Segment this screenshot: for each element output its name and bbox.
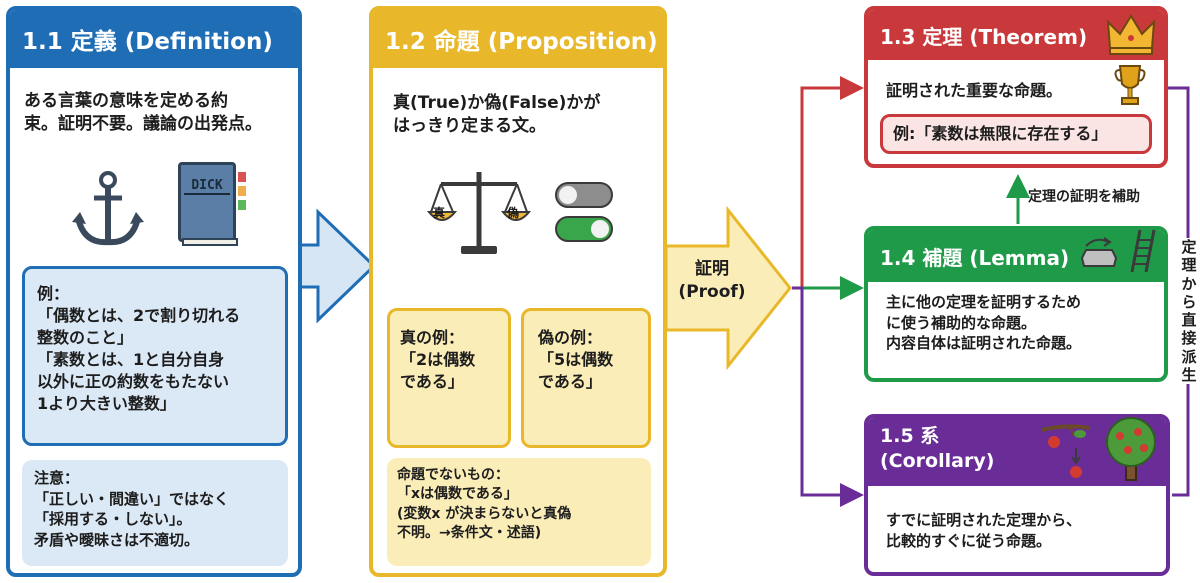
definition-note-box: 注意： 「正しい・間違い」ではなく 「採用する・しない」。 矛盾や曖昧さは不適切… — [22, 460, 288, 566]
note-line: 矛盾や曖昧さは不適切。 — [34, 531, 200, 550]
lemma-header: 1.4 補題 (Lemma) — [868, 230, 1164, 282]
proposition-header: 1.2 命題 (Proposition) — [373, 10, 663, 68]
vertical-label-char: 定 — [1181, 238, 1197, 256]
lemma-line: 主に他の定理を証明するため — [886, 293, 1082, 311]
lemma-line: に使う補助的な命題。 — [886, 313, 1037, 332]
crown-icon — [1106, 14, 1156, 55]
falling-apple-icon — [1041, 424, 1091, 478]
note-line: 「採用する・しない」。 — [34, 510, 192, 529]
definition-desc-line: 束。証明不要。議論の出発点。 — [24, 114, 262, 135]
trophy-icon — [1114, 65, 1146, 105]
non-proposition-label: 命題でないもの： — [397, 467, 509, 483]
proposition-title: 1.2 命題 (Proposition) — [385, 29, 658, 55]
proposition-desc-line: 真(True)か偽(False)かが — [393, 93, 601, 113]
proposition-desc-line: はっきり定まる文。 — [393, 116, 546, 137]
definition-card: 1.1 定義 (Definition) ある言葉の意味を定める約 束。証明不要。… — [6, 6, 302, 577]
vertical-label-char: 接 — [1181, 329, 1197, 348]
definition-desc-line: ある言葉の意味を定める約 — [24, 91, 228, 111]
proposition-description: 真(True)か偽(False)かが はっきり定まる文。 — [393, 92, 600, 139]
example-line: 「素数とは、1と自分自身 — [37, 350, 225, 370]
scale-true-label: 真 — [433, 206, 446, 220]
example-line: 整数のこと」 — [37, 328, 134, 348]
proof-label-line: 証明 — [695, 259, 729, 279]
vertical-label-char: か — [1181, 274, 1197, 293]
definition-title: 1.1 定義 (Definition) — [22, 29, 273, 55]
corollary-line: 比較的すぐに従う命題。 — [886, 531, 1052, 550]
false-example-line: である」 — [538, 372, 602, 392]
non-proposition-line: 「xは偶数である」 — [397, 486, 518, 503]
apple-tree-icon — [1106, 417, 1156, 481]
toggle-off-icon — [555, 182, 613, 208]
dictionary-book-icon: DICK — [178, 162, 248, 248]
definition-to-proposition-arrow — [296, 208, 377, 324]
scale-false-label: 偽 — [507, 206, 520, 220]
definition-description: ある言葉の意味を定める約 束。証明不要。議論の出発点。 — [24, 90, 262, 137]
vertical-label-char: 理 — [1181, 256, 1197, 275]
stepping-stone-icon — [1080, 237, 1118, 267]
corollary-subtitle: (Corollary) — [880, 449, 995, 472]
non-proposition-line: (変数x が決まらないと真偽 — [397, 505, 572, 522]
lemma-card: 1.4 補題 (Lemma) 主に他の定理を証明するため に使う補助的な命題。 … — [864, 226, 1168, 382]
non-proposition-line: 不明。→条件文・述語) — [397, 524, 542, 541]
theorem-example-box: 例:「素数は無限に存在する」 — [880, 114, 1152, 154]
true-example-line: 「2は偶数 — [400, 350, 476, 370]
false-example-box: 偽の例： 「5は偶数 である」 — [521, 308, 651, 448]
proof-arrow — [664, 205, 792, 371]
proof-label: 証明 (Proof) — [672, 258, 752, 305]
true-example-label: 真の例： — [400, 328, 465, 347]
false-example-label: 偽の例： — [538, 328, 603, 347]
lemma-title: 1.4 補題 (Lemma) — [880, 245, 1070, 270]
definition-example-box: 例： 「偶数とは、2で割り切れる 整数のこと」 「素数とは、1と自分自身 以外に… — [22, 266, 288, 446]
vertical-label-char: ら — [1181, 292, 1197, 311]
book-label: DICK — [184, 178, 230, 195]
proposition-card: 1.2 命題 (Proposition) 真(True)か偽(False)かが … — [369, 6, 667, 577]
corollary-line: すでに証明された定理から、 — [886, 511, 1082, 529]
toggle-on-icon — [555, 216, 613, 242]
theorem-card: 1.3 定理 (Theorem) 証明された重要な命題。 例:「素数は無限に存在… — [864, 6, 1168, 168]
proof-label-line: (Proof) — [678, 282, 746, 303]
example-label: 例： — [37, 284, 70, 303]
vertical-label-char: 派 — [1181, 347, 1197, 366]
ladder-icon — [1130, 229, 1156, 273]
theorem-example: 例:「素数は無限に存在する」 — [893, 124, 1108, 143]
definition-header: 1.1 定義 (Definition) — [10, 10, 298, 68]
note-label: 注意： — [34, 469, 80, 487]
assist-label: 定理の証明を補助 — [1028, 189, 1140, 205]
arrow-to-corollary — [792, 286, 864, 507]
balance-scale-icon: 真 偽 — [427, 166, 531, 258]
theorem-description: 証明された重要な命題。 — [886, 81, 1063, 100]
non-proposition-box: 命題でないもの： 「xは偶数である」 (変数x が決まらないと真偽 不明。→条件… — [387, 458, 651, 566]
anchor-icon — [72, 171, 144, 246]
arrow-to-theorem — [792, 76, 864, 290]
true-example-line: である」 — [400, 372, 464, 392]
example-line: 以外に正の約数をもたない — [37, 372, 230, 392]
vertical-label-char: 生 — [1181, 366, 1197, 385]
vertical-label-char: 直 — [1181, 311, 1197, 330]
false-example-line: 「5は偶数 — [538, 350, 614, 370]
corollary-description: すでに証明された定理から、 比較的すぐに従う命題。 — [886, 510, 1081, 551]
lemma-line: 内容自体は証明された命題。 — [886, 334, 1082, 353]
example-line: 「偶数とは、2で割り切れる — [37, 306, 241, 326]
example-line: 1より大きい整数」 — [37, 394, 176, 414]
corollary-title: 1.5 系 — [880, 425, 940, 447]
true-example-box: 真の例： 「2は偶数 である」 — [387, 308, 511, 448]
note-line: 「正しい・間違い」ではなく — [34, 489, 230, 508]
derived-from-theorem-label: 定 理 か ら 直 接 派 生 — [1180, 238, 1198, 385]
theorem-title: 1.3 定理 (Theorem) — [880, 24, 1088, 49]
lemma-description: 主に他の定理を証明するため に使う補助的な命題。 内容自体は証明された命題。 — [886, 292, 1081, 354]
